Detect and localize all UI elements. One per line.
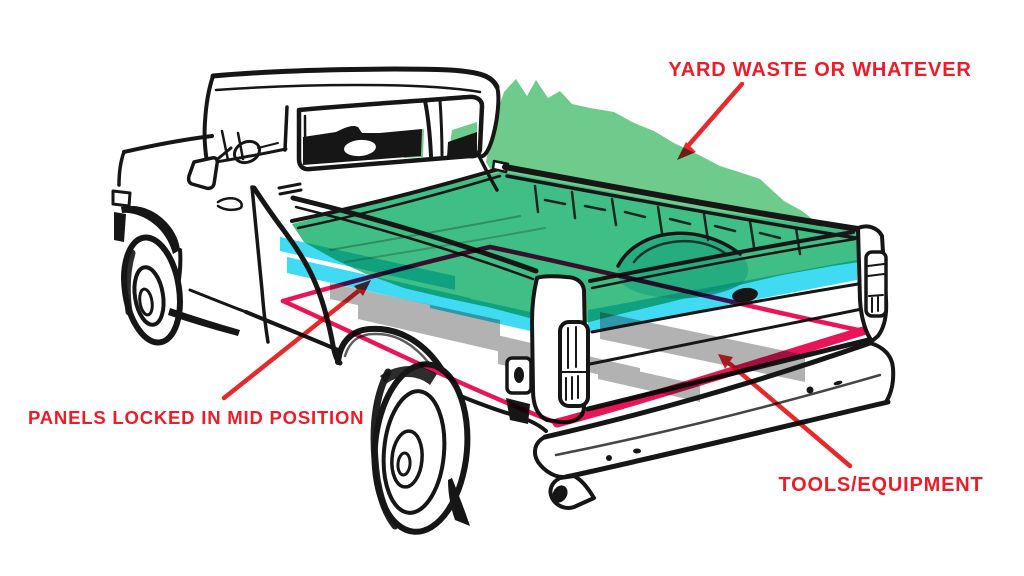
rear-fender-arch-inner: [343, 332, 430, 364]
panel-outline-edge-front: [552, 326, 868, 428]
cab-rear-sweep: [251, 185, 343, 366]
rocker-shadow: [168, 308, 240, 336]
rear-tire-back-shade: [448, 478, 470, 526]
rear-hub: [396, 451, 412, 477]
bumper-bolt: [806, 386, 814, 394]
panel-stripe: [430, 290, 535, 332]
front-tire-ring: [132, 265, 166, 327]
pillar-vent-slot: [278, 188, 303, 196]
rear-tire-ring: [381, 389, 447, 515]
badge-center: [514, 367, 524, 383]
left-taillight-lens: [558, 320, 590, 408]
wheel-hump-arc-inner: [632, 239, 728, 264]
bed-floor-line: [329, 215, 521, 251]
steering-wheel: [232, 139, 262, 165]
ink-fills: [114, 125, 843, 526]
window-divider-2: [438, 98, 444, 157]
panel-stripe: [287, 257, 470, 314]
cab-rear-pillar: [477, 85, 501, 159]
panels-arrow: [221, 286, 364, 401]
bumper-bolt: [633, 448, 641, 454]
yard-waste-arrow: [684, 81, 745, 150]
rear-tire-ring-2: [390, 429, 424, 489]
bumper-bolt: [606, 455, 612, 461]
bed-front-wall-inner: [296, 174, 502, 230]
front-arch-crescent: [121, 205, 180, 254]
tailgate-handle: [732, 287, 758, 303]
rocker-to-bedside: [244, 310, 340, 352]
exhaust-opening: [552, 485, 568, 503]
side-mirror: [186, 156, 219, 191]
tools-label: TOOLS/EQUIPMENT: [779, 474, 984, 496]
panel-stripe: [588, 260, 857, 332]
rear-window-frame: [296, 94, 485, 172]
rear-tire-top-shade: [380, 365, 437, 385]
panels-label: PANELS LOCKED IN MID POSITION: [28, 407, 364, 428]
cab-front-pillar: [202, 74, 215, 164]
near-bed-rail: [290, 195, 539, 274]
door-seam: [250, 185, 270, 344]
panel-outline-edge: [487, 244, 866, 334]
window-interior-wedge: [447, 132, 477, 157]
front-hub: [138, 287, 154, 317]
bumper-bolt: [833, 380, 843, 386]
bumper-right-cap: [868, 341, 896, 404]
hood-line: [122, 134, 214, 154]
panel-stripe: [280, 237, 455, 290]
bumper-mid-line: [554, 373, 882, 457]
tool-shadow: [330, 283, 500, 336]
arrowhead: [677, 142, 696, 160]
front-tire-shade: [123, 249, 136, 316]
tailgate-top-edge: [588, 230, 855, 283]
yard-waste-label: YARD WASTE OR WHATEVER: [668, 59, 971, 81]
arrowhead: [354, 280, 371, 296]
mid-position-outline: [280, 244, 868, 428]
tailgate-top-inner: [590, 237, 857, 290]
door-bottom: [188, 288, 248, 314]
right-lens-detail: [867, 263, 885, 313]
annotation-arrows: [221, 81, 853, 469]
panel-outline-edge: [280, 298, 560, 426]
arrow-heads: [354, 142, 733, 369]
front-edge: [117, 150, 126, 187]
window-seat-hole: [344, 139, 376, 157]
panel-outline-edge: [280, 244, 493, 304]
a-pillar-line: [220, 129, 230, 162]
tools-arrow: [727, 361, 853, 469]
bed-floor-line: [344, 227, 546, 263]
b-pillar: [283, 105, 289, 152]
far-bed-rail: [502, 164, 861, 232]
arrowhead: [718, 354, 733, 369]
window-divider: [423, 99, 433, 158]
pillar-vent-slot: [277, 182, 302, 190]
cab-roof: [210, 66, 500, 90]
tailgate-crease: [588, 307, 864, 366]
bumper-top: [542, 340, 873, 440]
bed-front-wall-top: [290, 166, 504, 223]
wheel-hump-arc: [616, 231, 742, 268]
bumper-bottom: [563, 399, 891, 480]
tailgate-crease: [590, 282, 860, 334]
annotation-labels: YARD WASTE OR WHATEVER PANELS LOCKED IN …: [28, 59, 983, 496]
mid-panel-stripes: [280, 237, 857, 332]
right-taillight-lens: [864, 250, 888, 318]
dash-line: [257, 142, 279, 149]
front-bumper-bracket: [114, 212, 126, 242]
rear-tire-shade: [370, 368, 399, 530]
left-lens-detail: [561, 326, 587, 401]
cab-drip-rail: [214, 83, 482, 94]
front-bumper-end: [111, 189, 132, 208]
far-bed-rail-inner: [505, 174, 858, 240]
door-handle: [216, 197, 243, 212]
bumper-left-cap: [532, 435, 568, 480]
